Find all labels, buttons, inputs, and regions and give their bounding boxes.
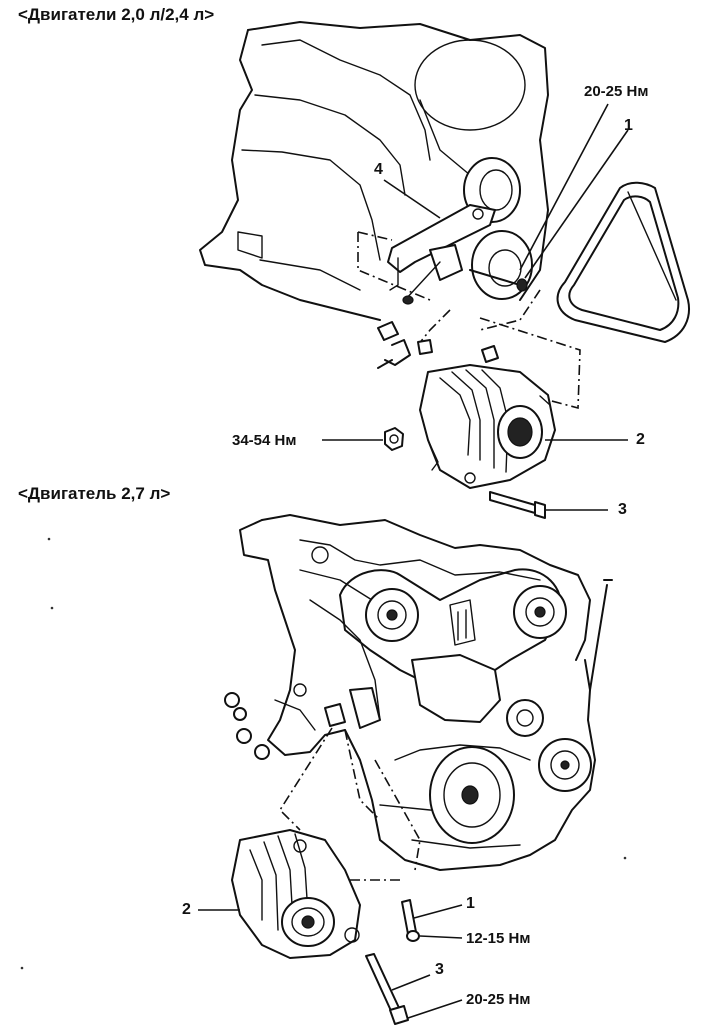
top-callout-4: 4 <box>374 161 383 178</box>
section-title-2-7: <Двигатель 2,7 л> <box>18 484 171 503</box>
bottom-crank-pulley <box>411 654 592 844</box>
top-alignment-lines <box>357 231 581 410</box>
top-torque-label-nut: 34-54 Нм <box>232 432 297 449</box>
top-hardware <box>377 321 499 369</box>
bottom-torque-label-3: 20-25 Нм <box>466 991 531 1008</box>
bottom-callout-3: 3 <box>435 961 444 978</box>
section-title-2-0-2-4: <Двигатели 2,0 л/2,4 л> <box>18 5 215 24</box>
stray-dots <box>20 537 627 970</box>
top-bracket-4 <box>387 204 496 305</box>
bottom-timing-pulleys <box>339 568 567 691</box>
bottom-bolt-3 <box>365 953 409 1025</box>
bottom-dipstick <box>589 579 613 691</box>
bottom-engine-block <box>239 514 596 871</box>
top-callout-2: 2 <box>636 431 645 448</box>
top-bolt-3 <box>489 491 546 519</box>
bottom-nuts <box>224 692 270 760</box>
bottom-alignment-lines <box>278 727 421 881</box>
bottom-alternator <box>231 829 361 959</box>
top-alternator <box>419 364 556 489</box>
bottom-callout-2: 2 <box>182 901 191 918</box>
top-torque-label-upper: 20-25 Нм <box>584 83 649 100</box>
top-callout-3: 3 <box>618 501 627 518</box>
drive-belt <box>556 181 690 343</box>
top-nut <box>384 427 404 451</box>
bottom-leader-lines <box>198 904 463 1019</box>
bottom-torque-label-1: 12-15 Нм <box>466 930 531 947</box>
bottom-bracket <box>324 687 381 729</box>
top-callout-1: 1 <box>624 117 633 134</box>
top-bolt-1 <box>469 269 528 292</box>
bottom-bolt-1 <box>401 899 420 942</box>
bottom-callout-1: 1 <box>466 895 475 912</box>
top-leader-lines <box>322 103 629 511</box>
